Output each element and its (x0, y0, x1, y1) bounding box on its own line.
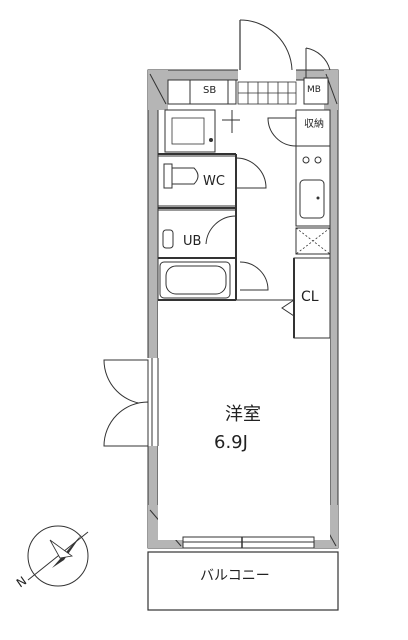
closet (293, 257, 331, 339)
stove-burner-icon (302, 156, 310, 164)
wc-label: WC (203, 174, 225, 189)
cl-label: CL (301, 289, 319, 305)
closet-door-swing (281, 299, 295, 317)
ub-label: UB (183, 234, 202, 249)
balcony-label: バルコニー (200, 568, 270, 584)
entry-tile-grid (237, 81, 297, 105)
bathtub-inner (165, 265, 227, 295)
room-size: 6.9J (214, 432, 248, 453)
storage-label: 収納 (304, 119, 324, 130)
side-window-swing (103, 401, 149, 447)
sink-icon (299, 179, 325, 219)
room-name: 洋室 (225, 404, 261, 425)
door-swing (222, 110, 240, 133)
sb-box (167, 79, 237, 105)
ub-door-swing (205, 215, 237, 245)
fridge-space-cross (295, 227, 331, 255)
room-door-swing (239, 261, 269, 291)
side-window-swing (103, 359, 149, 405)
entrance-opening (238, 69, 296, 81)
wall-hatch (149, 73, 167, 105)
mb-door-swing (305, 47, 331, 71)
toilet-tank (163, 163, 173, 189)
compass-icon (27, 525, 89, 587)
mb-box (303, 77, 329, 105)
entrance-door-swing (239, 19, 293, 71)
sb-label: SB (203, 85, 217, 96)
laundry-pan-inner (171, 117, 205, 145)
stove-burner-icon (314, 156, 322, 164)
wc-door-swing (235, 157, 267, 189)
washbasin-icon (162, 229, 174, 249)
mb-label: MB (307, 85, 321, 95)
balcony-area (147, 551, 339, 611)
storage-area (295, 109, 331, 147)
side-window-opening (146, 358, 160, 446)
sink-drain-icon (316, 196, 320, 200)
main-room (158, 300, 330, 540)
drain-icon (209, 138, 213, 142)
